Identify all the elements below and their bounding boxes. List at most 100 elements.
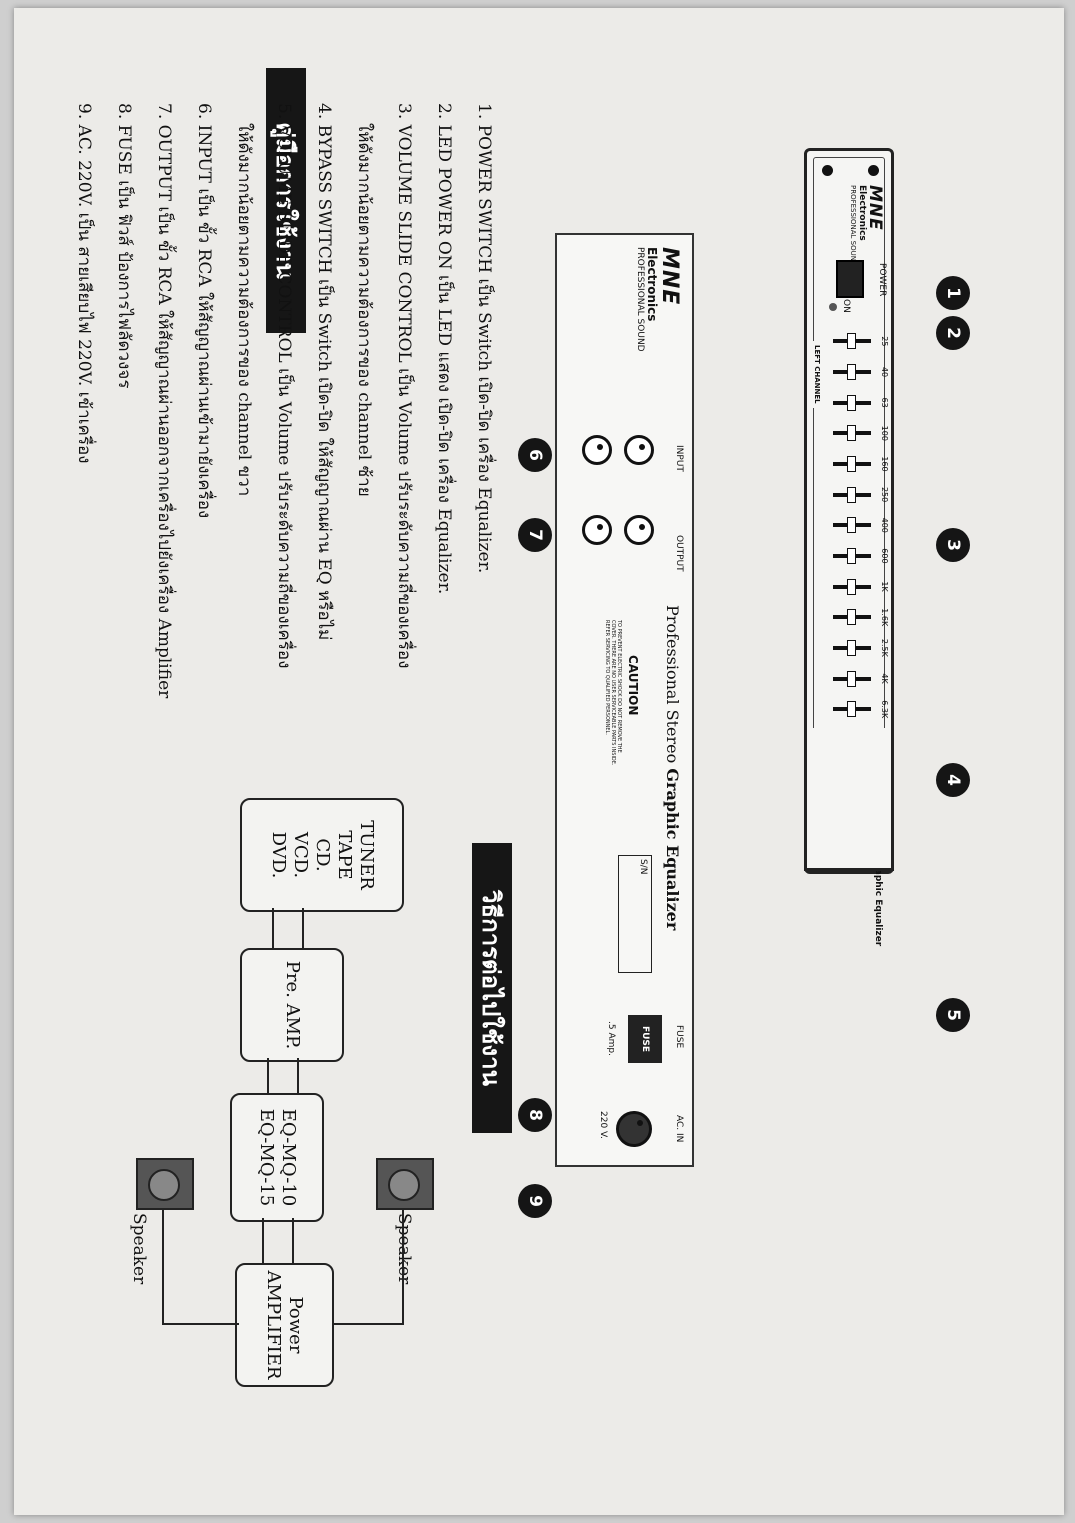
power-switch[interactable]	[836, 260, 864, 298]
volume-slider[interactable]	[833, 486, 871, 503]
manual-sheet: คู่มือการใช้งาน MNE Electronics PROFESSI…	[14, 8, 1064, 1515]
connection-title: วิธีการต่อไปใช้งาน	[472, 843, 512, 1133]
speaker-label-bottom: Speaker	[129, 1213, 149, 1285]
slider-knob[interactable]	[847, 609, 856, 626]
flow-line	[334, 1323, 404, 1325]
volume-slider[interactable]	[833, 517, 871, 534]
instruction-items: 1. POWER SWITCH เป็น Switch เปิด-ปิด เคร…	[64, 103, 504, 803]
frequency-row: 2540631001602504006001K1.6K2.5K4K6.3K10K…	[880, 326, 889, 786]
rack-hole	[868, 165, 879, 176]
badge-5: 5	[936, 998, 970, 1032]
preamp-box: Pre. AMP.	[240, 948, 344, 1062]
instruction-3-cont: ให้ดังมากน้อยตามความต้องการของ channel ซ…	[354, 123, 374, 497]
volume-slider[interactable]	[833, 670, 871, 687]
source-box: TUNER TAPE CD. VCD. DVD.	[240, 798, 404, 912]
input-rca-left[interactable]	[624, 435, 654, 465]
product-name: Professional Stereo Graphic Equalizer	[663, 605, 682, 931]
equalizer-box: EQ-MQ-10 EQ-MQ-15	[230, 1093, 324, 1222]
input-rca-right[interactable]	[582, 435, 612, 465]
volume-slider[interactable]	[833, 640, 871, 656]
slider-knob[interactable]	[847, 640, 856, 656]
slider-knob[interactable]	[847, 486, 856, 503]
fuse-label: FUSE	[674, 1025, 684, 1049]
instruction-8: 8. FUSE เป็น ฟิวส์ ป้องการไฟลัดวงจร	[114, 103, 134, 389]
power-led	[829, 303, 837, 311]
output-rca-right[interactable]	[582, 515, 612, 545]
frequency-label: 250	[880, 486, 889, 503]
slider-knob[interactable]	[847, 548, 856, 564]
serial-number-box: S/N	[618, 855, 652, 973]
badge-4: 4	[936, 763, 970, 797]
brand-logo: MNE Electronics PROFESSIONAL SOUND	[849, 185, 885, 267]
frequency-label: 100	[880, 425, 889, 441]
instruction-5: 5. VOLUME SLIDE CONTROL เป็น Volume ปรับ…	[274, 103, 294, 669]
badge-8: 8	[518, 1098, 552, 1132]
slider-knob[interactable]	[847, 670, 856, 687]
slider-knob[interactable]	[847, 456, 856, 472]
frequency-label: 1K	[880, 581, 889, 592]
frequency-label: 6.3K	[880, 700, 889, 719]
power-label: POWER	[877, 263, 887, 297]
rear-brand-logo: MNE Electronics PROFESSIONAL SOUND	[635, 247, 682, 352]
channel-label: LEFT CHANNEL	[813, 341, 821, 408]
volume-slider[interactable]	[833, 425, 871, 442]
volume-slider[interactable]	[833, 609, 871, 626]
flow-line	[402, 1208, 404, 1323]
fuse-holder[interactable]: FUSE	[628, 1015, 662, 1063]
instruction-3: 3. VOLUME SLIDE CONTROL เป็น Volume ปรับ…	[394, 103, 414, 669]
power-amp-box: Power AMPLIFIER	[235, 1263, 334, 1387]
flow-line	[272, 908, 274, 948]
badge-2: 2	[936, 316, 970, 350]
caution-text: TO PREVENT ELECTRIC SHOCK DO NOT REMOVE …	[604, 620, 622, 766]
flow-line	[162, 1323, 239, 1325]
flow-line	[262, 1218, 264, 1263]
flow-line	[267, 1058, 269, 1093]
output-rca-left[interactable]	[624, 515, 654, 545]
instruction-6: 6. INPUT เป็น ขั้ว RCA ให้สัญญาณผ่านเข้า…	[194, 103, 214, 519]
frequency-label: 40	[880, 366, 889, 378]
slider-knob[interactable]	[847, 701, 856, 718]
flow-line	[302, 908, 304, 948]
ac-socket[interactable]	[616, 1111, 652, 1147]
slider-knob[interactable]	[847, 333, 856, 350]
flow-line	[162, 1208, 164, 1323]
input-label: INPUT	[674, 445, 684, 472]
output-label: OUTPUT	[674, 535, 684, 572]
volume-slider[interactable]	[833, 701, 871, 718]
badge-6: 6	[518, 438, 552, 472]
slider-knob[interactable]	[847, 394, 856, 411]
slider-knob[interactable]	[847, 517, 856, 534]
slider-knob[interactable]	[847, 364, 856, 380]
voltage-label: 220 V.	[598, 1111, 608, 1139]
flow-line	[292, 1218, 294, 1263]
instruction-9: 9. AC. 220V. เป็น สายเสียบไฟ 220V. เข้าเ…	[74, 103, 94, 464]
fuse-value: .5 Amp.	[606, 1021, 616, 1056]
frequency-label: 4K	[880, 673, 889, 684]
rotated-page: คู่มือการใช้งาน MNE Electronics PROFESSI…	[14, 8, 1064, 1515]
volume-slider[interactable]	[833, 394, 871, 411]
instruction-1: 1. POWER SWITCH เป็น Switch เปิด-ปิด เคร…	[474, 103, 494, 574]
instruction-2: 2. LED POWER ON เป็น LED แสดง เปิด-ปิด เ…	[434, 103, 454, 595]
volume-slider[interactable]	[833, 364, 871, 380]
badge-7: 7	[518, 518, 552, 552]
frequency-label: 2.5K	[880, 638, 889, 657]
speaker-top	[376, 1158, 434, 1210]
flow-line	[297, 1058, 299, 1093]
volume-slider[interactable]	[833, 333, 871, 350]
on-label: ON	[841, 299, 851, 313]
caution-label: CAUTION	[626, 655, 640, 716]
badge-3: 3	[936, 528, 970, 562]
badge-1: 1	[936, 276, 970, 310]
instruction-4: 4. BYPASS SWITCH เป็น Switch เปิด-ปิด ให…	[314, 103, 334, 641]
frequency-label: 25	[880, 336, 889, 347]
rack-hole	[822, 165, 833, 176]
equalizer-unit-15band-right	[804, 728, 894, 871]
slider-knob[interactable]	[847, 425, 856, 442]
rear-panel: MNE Electronics PROFESSIONAL SOUND INPUT…	[555, 233, 694, 1167]
frequency-label: 1.6K	[880, 608, 889, 627]
volume-slider[interactable]	[833, 456, 871, 472]
speaker-label-top: Speaker	[394, 1213, 414, 1285]
slider-knob[interactable]	[847, 578, 856, 595]
volume-slider[interactable]	[833, 548, 871, 564]
volume-slider[interactable]	[833, 578, 871, 595]
